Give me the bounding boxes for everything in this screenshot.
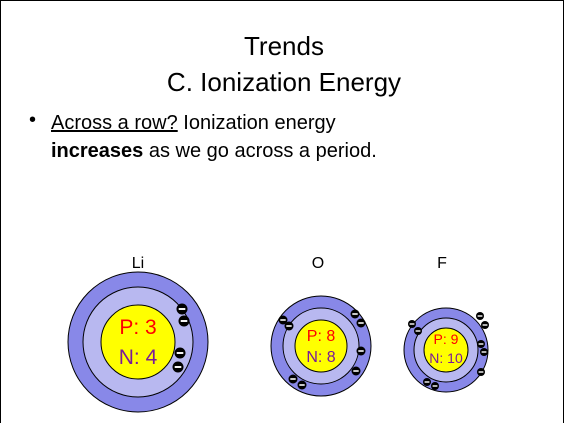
nucleus xyxy=(100,304,176,380)
neutron-count: N: 10 xyxy=(429,350,463,366)
proton-count: P: 8 xyxy=(307,328,336,345)
atom-label-f: F xyxy=(437,255,447,272)
neutron-count: N: 4 xyxy=(119,346,158,369)
nucleus xyxy=(423,327,469,373)
atom-o: P: 8 N: 8 xyxy=(270,295,372,397)
bullet-text: Ionization energy xyxy=(177,112,336,134)
slide-title: Trends xyxy=(244,31,324,61)
electrons xyxy=(408,312,489,390)
bullet-emphasis: increases xyxy=(51,140,144,162)
proton-count: P: 3 xyxy=(119,316,156,339)
bullet-question: Across a row? xyxy=(51,112,178,134)
slide-subtitle: C. Ionization Energy xyxy=(166,67,402,97)
neutron-count: N: 8 xyxy=(306,349,335,366)
atom-label-li: Li xyxy=(131,255,145,272)
atom-li: P: 3 N: 4 xyxy=(67,271,209,413)
electrons xyxy=(172,303,190,373)
electrons xyxy=(278,309,366,390)
proton-count: P: 9 xyxy=(434,331,459,347)
nucleus xyxy=(294,319,348,373)
atom-label-o: O xyxy=(311,255,325,272)
bullet-point: • Across a row? Ionization energy increa… xyxy=(29,109,531,165)
bullet-text-end: as we go across a period. xyxy=(143,140,377,162)
bullet-dot-icon: • xyxy=(29,109,37,131)
atom-f: P: 9 N: 10 xyxy=(403,307,489,393)
